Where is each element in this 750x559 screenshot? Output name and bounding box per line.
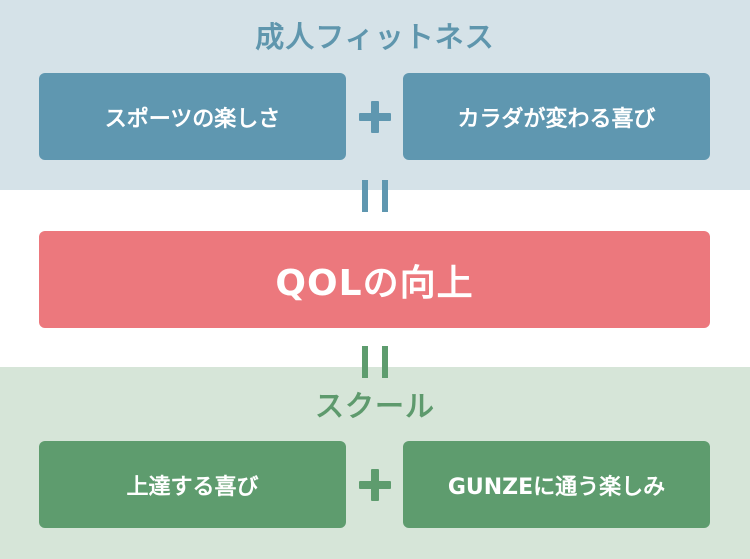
plus-icon <box>359 101 391 133</box>
gunze-fun-box: GUNZEに通う楽しみ <box>403 441 710 528</box>
sports-fun-box: スポーツの楽しさ <box>39 73 346 160</box>
school-section-title: スクール <box>314 389 435 423</box>
plus-icon <box>359 469 391 501</box>
equals-icon <box>362 180 388 212</box>
body-change-joy-box: カラダが変わる喜び <box>403 73 710 160</box>
equals-icon <box>362 346 388 378</box>
improvement-joy-box: 上達する喜び <box>39 441 346 528</box>
qol-improvement-box: QOLの向上 <box>39 231 710 328</box>
fitness-section-title: 成人フィットネス <box>255 20 495 54</box>
